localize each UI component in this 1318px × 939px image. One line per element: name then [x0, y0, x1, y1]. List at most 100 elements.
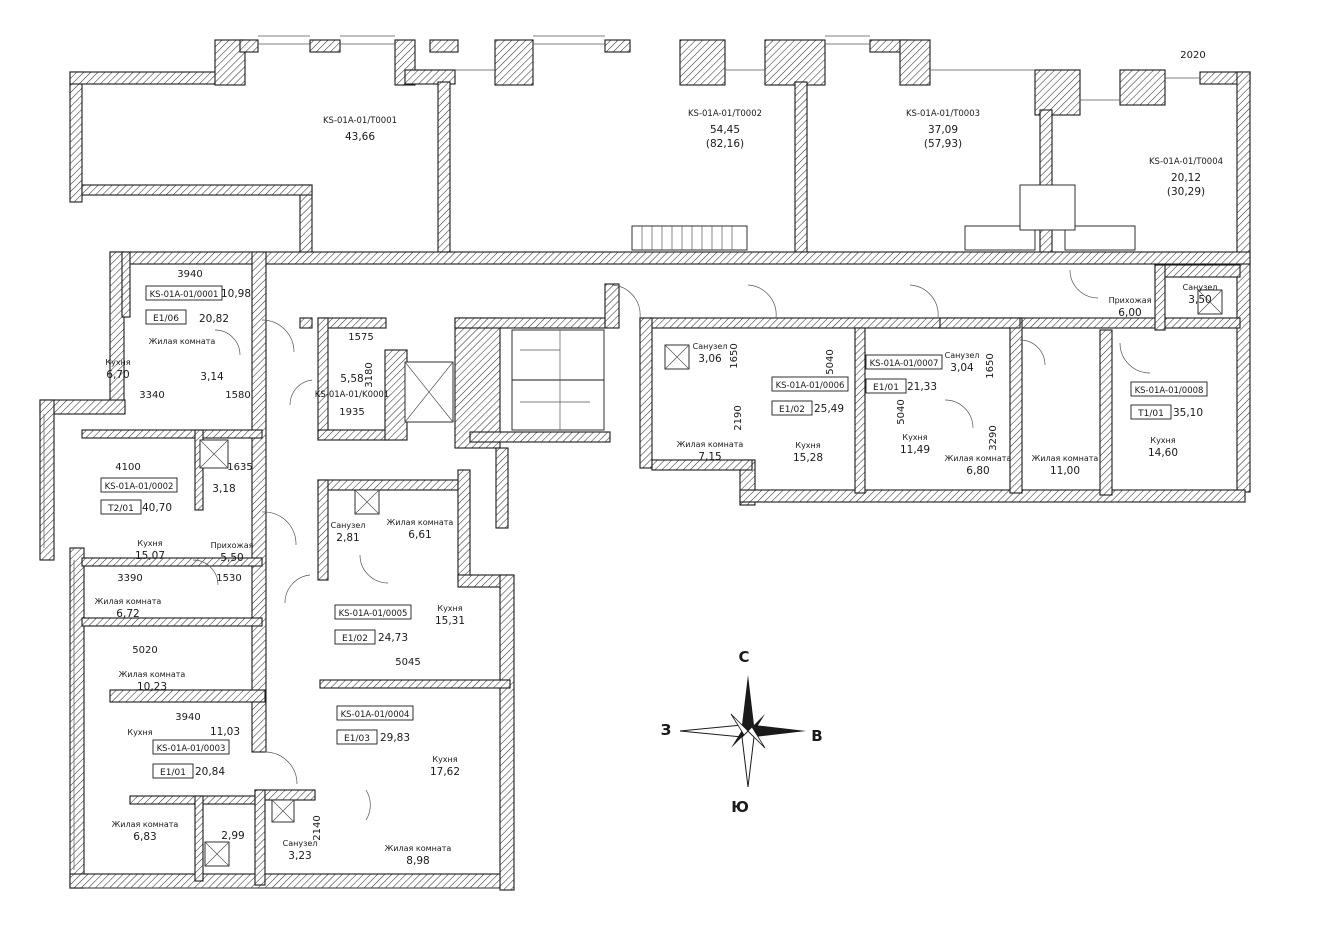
dimension: 1650 [985, 353, 996, 378]
room-area: 15,07 [135, 550, 165, 562]
room-area: 2,81 [336, 532, 359, 544]
dimension: 4100 [115, 462, 140, 473]
dimension: 5040 [896, 399, 907, 424]
walls [39, 39, 1251, 891]
room-name: Санузел [945, 351, 980, 360]
dimension: 1530 [216, 573, 241, 584]
dimension: 1935 [339, 407, 364, 418]
apartment-code: KS-01A-01/0002 [105, 482, 174, 492]
commercial-area-extra: (57,93) [924, 138, 962, 150]
apartment-type: E1/02 [342, 634, 368, 644]
apartment-code: KS-01A-01/0004 [341, 710, 410, 720]
room-area: 11,00 [1050, 465, 1080, 477]
storage-area: 5,58 [340, 373, 363, 385]
apartment-code: KS-01A-01/0001 [150, 290, 219, 300]
room-name: Жилая комната [1032, 454, 1099, 463]
apartment-type: T2/01 [107, 504, 134, 514]
room-name: Санузел [693, 342, 728, 351]
room-name: Кухня [137, 539, 162, 548]
room-area: 3,50 [1188, 294, 1211, 306]
apartment-total: 20,84 [195, 766, 225, 778]
apartment-total: 24,73 [378, 632, 408, 644]
apartment-type: E1/01 [160, 768, 186, 778]
apartment-total: 35,10 [1173, 407, 1203, 419]
room-area: 14,60 [1148, 447, 1178, 459]
apartment-total: 40,70 [142, 502, 172, 514]
dimension: 5045 [395, 657, 420, 668]
dimension: 2140 [312, 815, 323, 840]
room-name: Жилая комната [677, 440, 744, 449]
dimension: 5040 [825, 349, 836, 374]
compass-south: Ю [731, 798, 749, 816]
apartment-total: 21,33 [907, 381, 937, 393]
commercial-code: KS-01A-01/T0001 [323, 116, 397, 126]
dimension: 3180 [364, 362, 375, 387]
room-name: Кухня [127, 728, 152, 737]
apartment-code: KS-01A-01/0005 [339, 609, 408, 619]
apartment-code: KS-01A-01/0008 [1135, 386, 1204, 396]
apartment-type: E1/06 [153, 314, 179, 324]
commercial-area: 20,12 [1171, 172, 1201, 184]
commercial-code: KS-01A-01/T0002 [688, 109, 762, 119]
apartment-code: KS-01A-01/0003 [157, 744, 226, 754]
dimension: 2190 [733, 405, 744, 430]
dimension: 1635 [227, 462, 252, 473]
room-area: 6,00 [1118, 307, 1141, 319]
room-area: 17,62 [430, 766, 460, 778]
apartment-type: E1/02 [779, 405, 805, 415]
dimension: 5020 [132, 645, 157, 656]
apartment-type: E1/03 [344, 734, 370, 744]
dimensions: 3340 1580 4100 1635 3390 1530 5020 5045 … [115, 343, 999, 840]
room-area: 8,98 [406, 855, 429, 867]
commercial-code: KS-01A-01/T0003 [906, 109, 980, 119]
room-name: Жилая комната [385, 844, 452, 853]
fixtures [199, 289, 1223, 867]
room-name: Жилая комната [95, 597, 162, 606]
dimension: 1650 [729, 343, 740, 368]
room-name: Кухня [432, 755, 457, 764]
room-area: 3,06 [698, 353, 722, 365]
apartment-code: KS-01A-01/0007 [870, 359, 939, 369]
compass-rose: С Ю З В [661, 648, 823, 816]
compass-north: С [738, 648, 749, 666]
room-area: 3,23 [288, 850, 311, 862]
stair-corridor [631, 184, 1136, 251]
apartment-total: 25,49 [814, 403, 844, 415]
room-area: 15,31 [435, 615, 465, 627]
room-name: Жилая комната [112, 820, 179, 829]
stair-core [404, 329, 605, 431]
commercial-labels: KS-01A-01/T0001 43,66 KS-01A-01/T0002 54… [323, 50, 1223, 198]
commercial-area-extra: (82,16) [706, 138, 744, 150]
commercial-area: 54,45 [710, 124, 740, 136]
apartment-type: E1/01 [873, 383, 899, 393]
dimension: 3940 [175, 712, 200, 723]
dimension: 1575 [348, 332, 373, 343]
room-name: Жилая комната [149, 337, 216, 346]
commercial-area-extra: (30,29) [1167, 186, 1205, 198]
commercial-code: KS-01A-01/T0004 [1149, 157, 1223, 167]
compass-west: З [661, 721, 672, 739]
apartment-living: 10,98 [221, 288, 251, 300]
room-area: 2,99 [221, 830, 244, 842]
room-area: 6,80 [966, 465, 989, 477]
window-lines [43, 35, 1200, 889]
room-area: 3,04 [950, 362, 974, 374]
storage-code: KS-01A-01/K0001 [315, 390, 389, 400]
room-name: Санузел [1183, 283, 1218, 292]
room-area: 6,61 [408, 529, 431, 541]
room-name: Прихожая [1109, 296, 1152, 305]
room-name: Кухня [902, 433, 927, 442]
room-area: 11,49 [900, 444, 930, 456]
room-name: Жилая комната [119, 670, 186, 679]
dimension: 3940 [177, 269, 202, 280]
room-area: 6,72 [116, 608, 139, 620]
room-name: Прихожая [211, 541, 254, 550]
room-area: 6,70 [106, 369, 129, 381]
apartment-living: 11,03 [210, 726, 240, 738]
apartment-code: KS-01A-01/0006 [776, 381, 845, 391]
storage-room: 1575 5,58 3180 KS-01A-01/K0001 1935 [315, 332, 389, 418]
room-area: 7,15 [698, 451, 721, 463]
doors [192, 269, 1151, 821]
